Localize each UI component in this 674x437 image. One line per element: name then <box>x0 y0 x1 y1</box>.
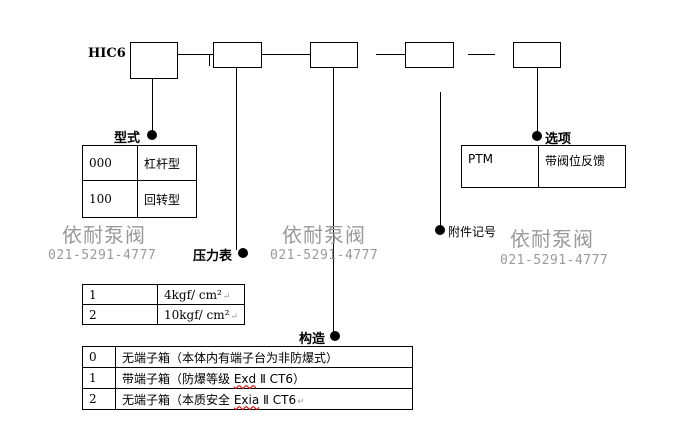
option-label: 选项 <box>545 132 572 147</box>
type-table: 000 杠杆型 100 回转型 <box>82 145 197 218</box>
connector-line <box>262 54 310 55</box>
leader-pressure <box>236 68 237 250</box>
option-dot <box>532 131 542 141</box>
structure-desc-mark: Exd <box>233 371 257 386</box>
structure-desc: 无端子箱（本体内有端子台为非防爆式） <box>115 346 413 368</box>
watermark-phone: 021-5291-4777 <box>500 253 609 268</box>
table-row: 000 杠杆型 <box>82 145 197 181</box>
code-box-option <box>513 42 561 68</box>
pressure-value: 4kgf/ cm² <box>164 287 222 302</box>
table-row: 0 无端子箱（本体内有端子台为非防爆式） <box>82 346 413 368</box>
accessory-dot <box>435 225 445 235</box>
leader-option <box>537 68 538 134</box>
return-mark-icon: ↵ <box>230 311 238 322</box>
code-box-type <box>130 42 178 79</box>
structure-label: 构造 <box>299 332 326 347</box>
structure-desc-text: Ⅱ CT6） <box>256 371 306 386</box>
option-desc: 带阀位反馈 <box>538 145 626 188</box>
code-box-structure <box>310 42 358 68</box>
watermark-phone: 021-5291-4777 <box>48 248 157 263</box>
type-code: 100 <box>82 180 138 218</box>
pressure-label: 压力表 <box>193 249 233 264</box>
option-table: PTM 带阀位反馈 <box>461 145 626 188</box>
code-box-pressure <box>213 42 262 68</box>
structure-dot <box>330 331 340 341</box>
type-dot <box>147 130 157 140</box>
table-row: 2 无端子箱（本质安全 Exia Ⅱ CT6↵ <box>82 388 413 410</box>
structure-desc: 无端子箱（本质安全 Exia Ⅱ CT6↵ <box>115 388 413 410</box>
structure-desc-mark: Exia <box>233 392 260 407</box>
structure-code: 1 <box>82 367 116 389</box>
watermark-company: 依耐泵阀 <box>62 223 146 247</box>
leader-structure <box>333 68 334 332</box>
watermark-company: 依耐泵阀 <box>282 223 366 247</box>
structure-desc-text: Ⅱ CT6 <box>259 392 297 407</box>
code-box-accessory <box>405 42 454 68</box>
connector-line <box>178 54 213 55</box>
return-mark-icon: ↵ <box>222 291 231 302</box>
accessory-label: 附件记号 <box>448 225 497 239</box>
structure-code: 0 <box>82 346 116 368</box>
return-mark-icon: ↵ <box>297 396 305 407</box>
leader-type <box>152 79 153 133</box>
table-row: 2 10kgf/ cm²↵ <box>82 304 245 325</box>
connector-line <box>468 54 495 55</box>
watermark-company: 依耐泵阀 <box>510 227 594 251</box>
pressure-table: 1 4kgf/ cm²↵ 2 10kgf/ cm²↵ <box>82 284 245 325</box>
model-code: HIC6 <box>88 46 126 61</box>
connector-tick <box>209 54 210 66</box>
table-row: 100 回转型 <box>82 180 197 218</box>
pressure-code: 2 <box>82 304 158 325</box>
leader-accessory <box>440 92 441 228</box>
structure-table: 0 无端子箱（本体内有端子台为非防爆式） 1 带端子箱（防爆等级 Exd Ⅱ C… <box>82 346 413 410</box>
type-code: 000 <box>82 145 138 181</box>
type-desc: 杠杆型 <box>137 145 197 181</box>
structure-code: 2 <box>82 388 116 410</box>
type-desc: 回转型 <box>137 180 197 218</box>
table-row: 1 带端子箱（防爆等级 Exd Ⅱ CT6） <box>82 367 413 389</box>
table-row: PTM 带阀位反馈 <box>461 145 626 188</box>
structure-desc-text: 无端子箱（本质安全 <box>122 392 234 407</box>
pressure-code: 1 <box>82 284 158 305</box>
pressure-desc: 10kgf/ cm²↵ <box>157 304 245 325</box>
pressure-desc: 4kgf/ cm²↵ <box>157 284 245 305</box>
structure-desc-text: 带端子箱（防爆等级 <box>122 371 234 386</box>
table-row: 1 4kgf/ cm²↵ <box>82 284 245 305</box>
type-label: 型式 <box>114 131 141 146</box>
watermark-phone: 021-5291-4777 <box>270 248 379 263</box>
connector-line <box>376 54 405 55</box>
structure-desc: 带端子箱（防爆等级 Exd Ⅱ CT6） <box>115 367 413 389</box>
option-code: PTM <box>461 145 539 188</box>
pressure-value: 10kgf/ cm² <box>164 307 230 322</box>
pressure-dot <box>238 248 248 258</box>
